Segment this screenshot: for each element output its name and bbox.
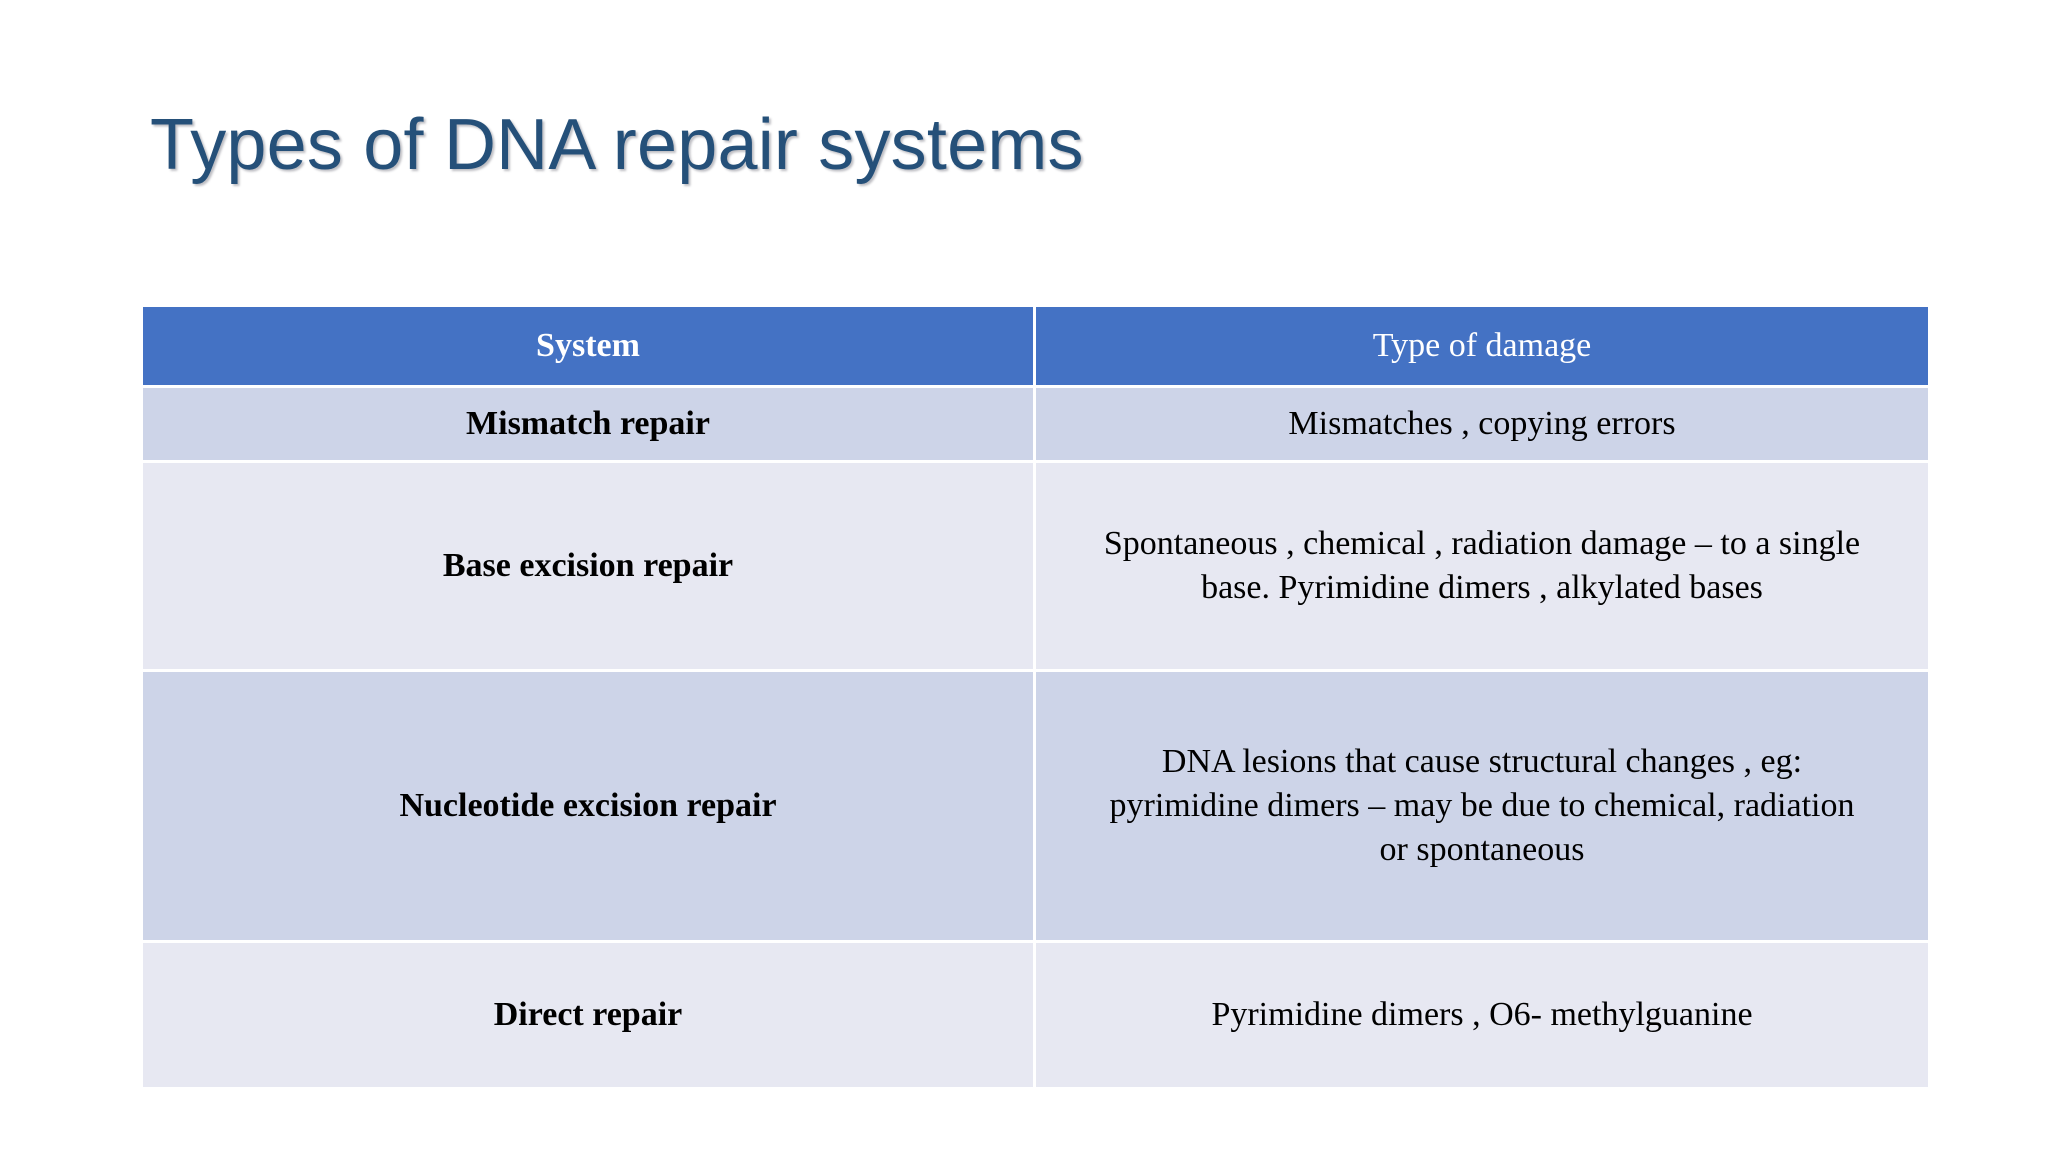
damage-line: Pyrimidine dimers , O6- methylguanine [1211, 995, 1753, 1033]
table-row: Mismatch repair Mismatches , copying err… [143, 388, 1928, 463]
cell-damage-base-excision-repair: Spontaneous , chemical , radiation damag… [1036, 463, 1928, 672]
damage-line: or spontaneous [1379, 831, 1585, 869]
table-body: Mismatch repair Mismatches , copying err… [143, 388, 1928, 1087]
table-header: System Type of damage [143, 307, 1928, 388]
cell-system-base-excision-repair: Base excision repair [143, 463, 1036, 672]
cell-system-mismatch-repair: Mismatch repair [143, 388, 1036, 463]
damage-line: pyrimidine dimers – may be due to chemic… [1109, 786, 1855, 824]
cell-damage-mismatch-repair: Mismatches , copying errors [1036, 388, 1928, 463]
page-title: Types of DNA repair systems [150, 105, 1084, 185]
damage-line: base. Pyrimidine dimers , alkylated base… [1201, 569, 1763, 606]
cell-damage-direct-repair: Pyrimidine dimers , O6- methylguanine [1036, 943, 1928, 1087]
cell-damage-nucleotide-excision-repair: DNA lesions that cause structural change… [1036, 672, 1928, 943]
column-header-system: System [143, 307, 1036, 388]
dna-repair-systems-table: System Type of damage Mismatch repair Mi… [143, 307, 1928, 1087]
cell-system-nucleotide-excision-repair: Nucleotide excision repair [143, 672, 1036, 943]
cell-system-direct-repair: Direct repair [143, 943, 1036, 1087]
table-row: Nucleotide excision repair DNA lesions t… [143, 672, 1928, 943]
column-header-type-of-damage: Type of damage [1036, 307, 1928, 388]
table-header-row: System Type of damage [143, 307, 1928, 388]
damage-line: Spontaneous , chemical , radiation damag… [1103, 524, 1861, 562]
table-row: Base excision repair Spontaneous , chemi… [143, 463, 1928, 672]
damage-line: DNA lesions that cause structural change… [1161, 742, 1803, 780]
table-row: Direct repair Pyrimidine dimers , O6- me… [143, 943, 1928, 1087]
damage-line: Mismatches , copying errors [1288, 404, 1676, 442]
